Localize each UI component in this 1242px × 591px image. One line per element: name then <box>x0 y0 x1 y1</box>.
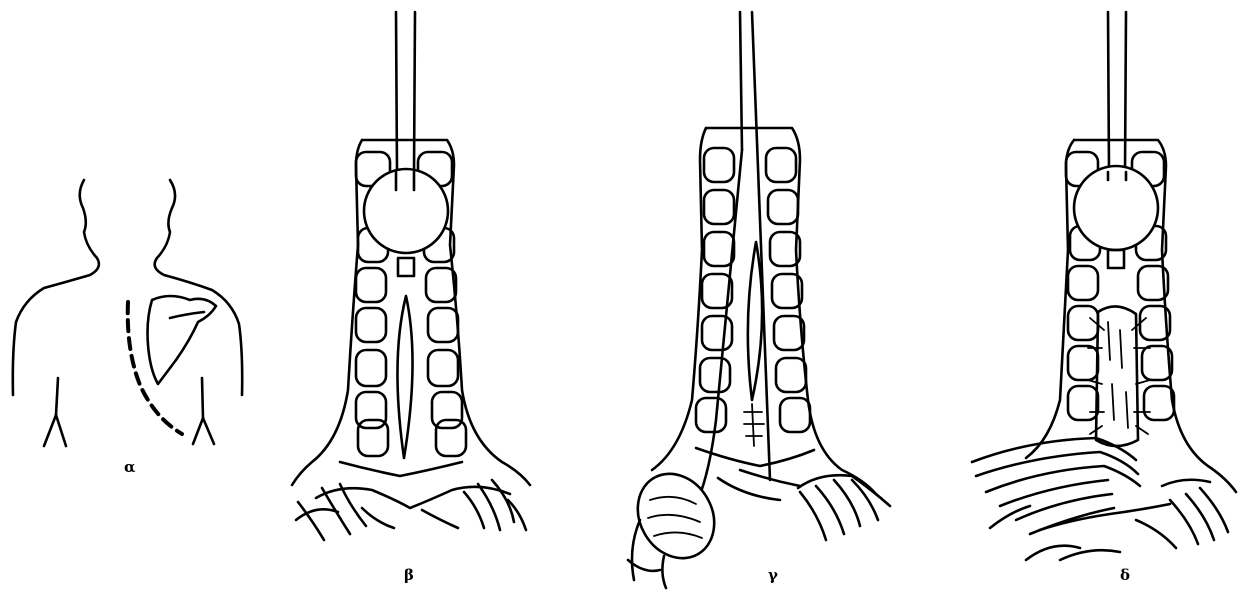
scapula-shape <box>148 296 217 384</box>
tube-cuff-balloon <box>364 169 448 253</box>
incision-dashed-line <box>128 302 182 434</box>
panel-label-beta: β <box>404 568 414 583</box>
panel-delta-trachea <box>972 12 1236 560</box>
panel-gamma-trachea <box>623 12 890 588</box>
tube-cuff-balloon-delta <box>1074 166 1158 250</box>
panel-label-alpha: α <box>124 460 136 475</box>
panel-label-delta: δ <box>1120 568 1130 583</box>
panel-label-gamma: γ <box>768 568 778 583</box>
panel-beta-trachea <box>292 12 530 540</box>
